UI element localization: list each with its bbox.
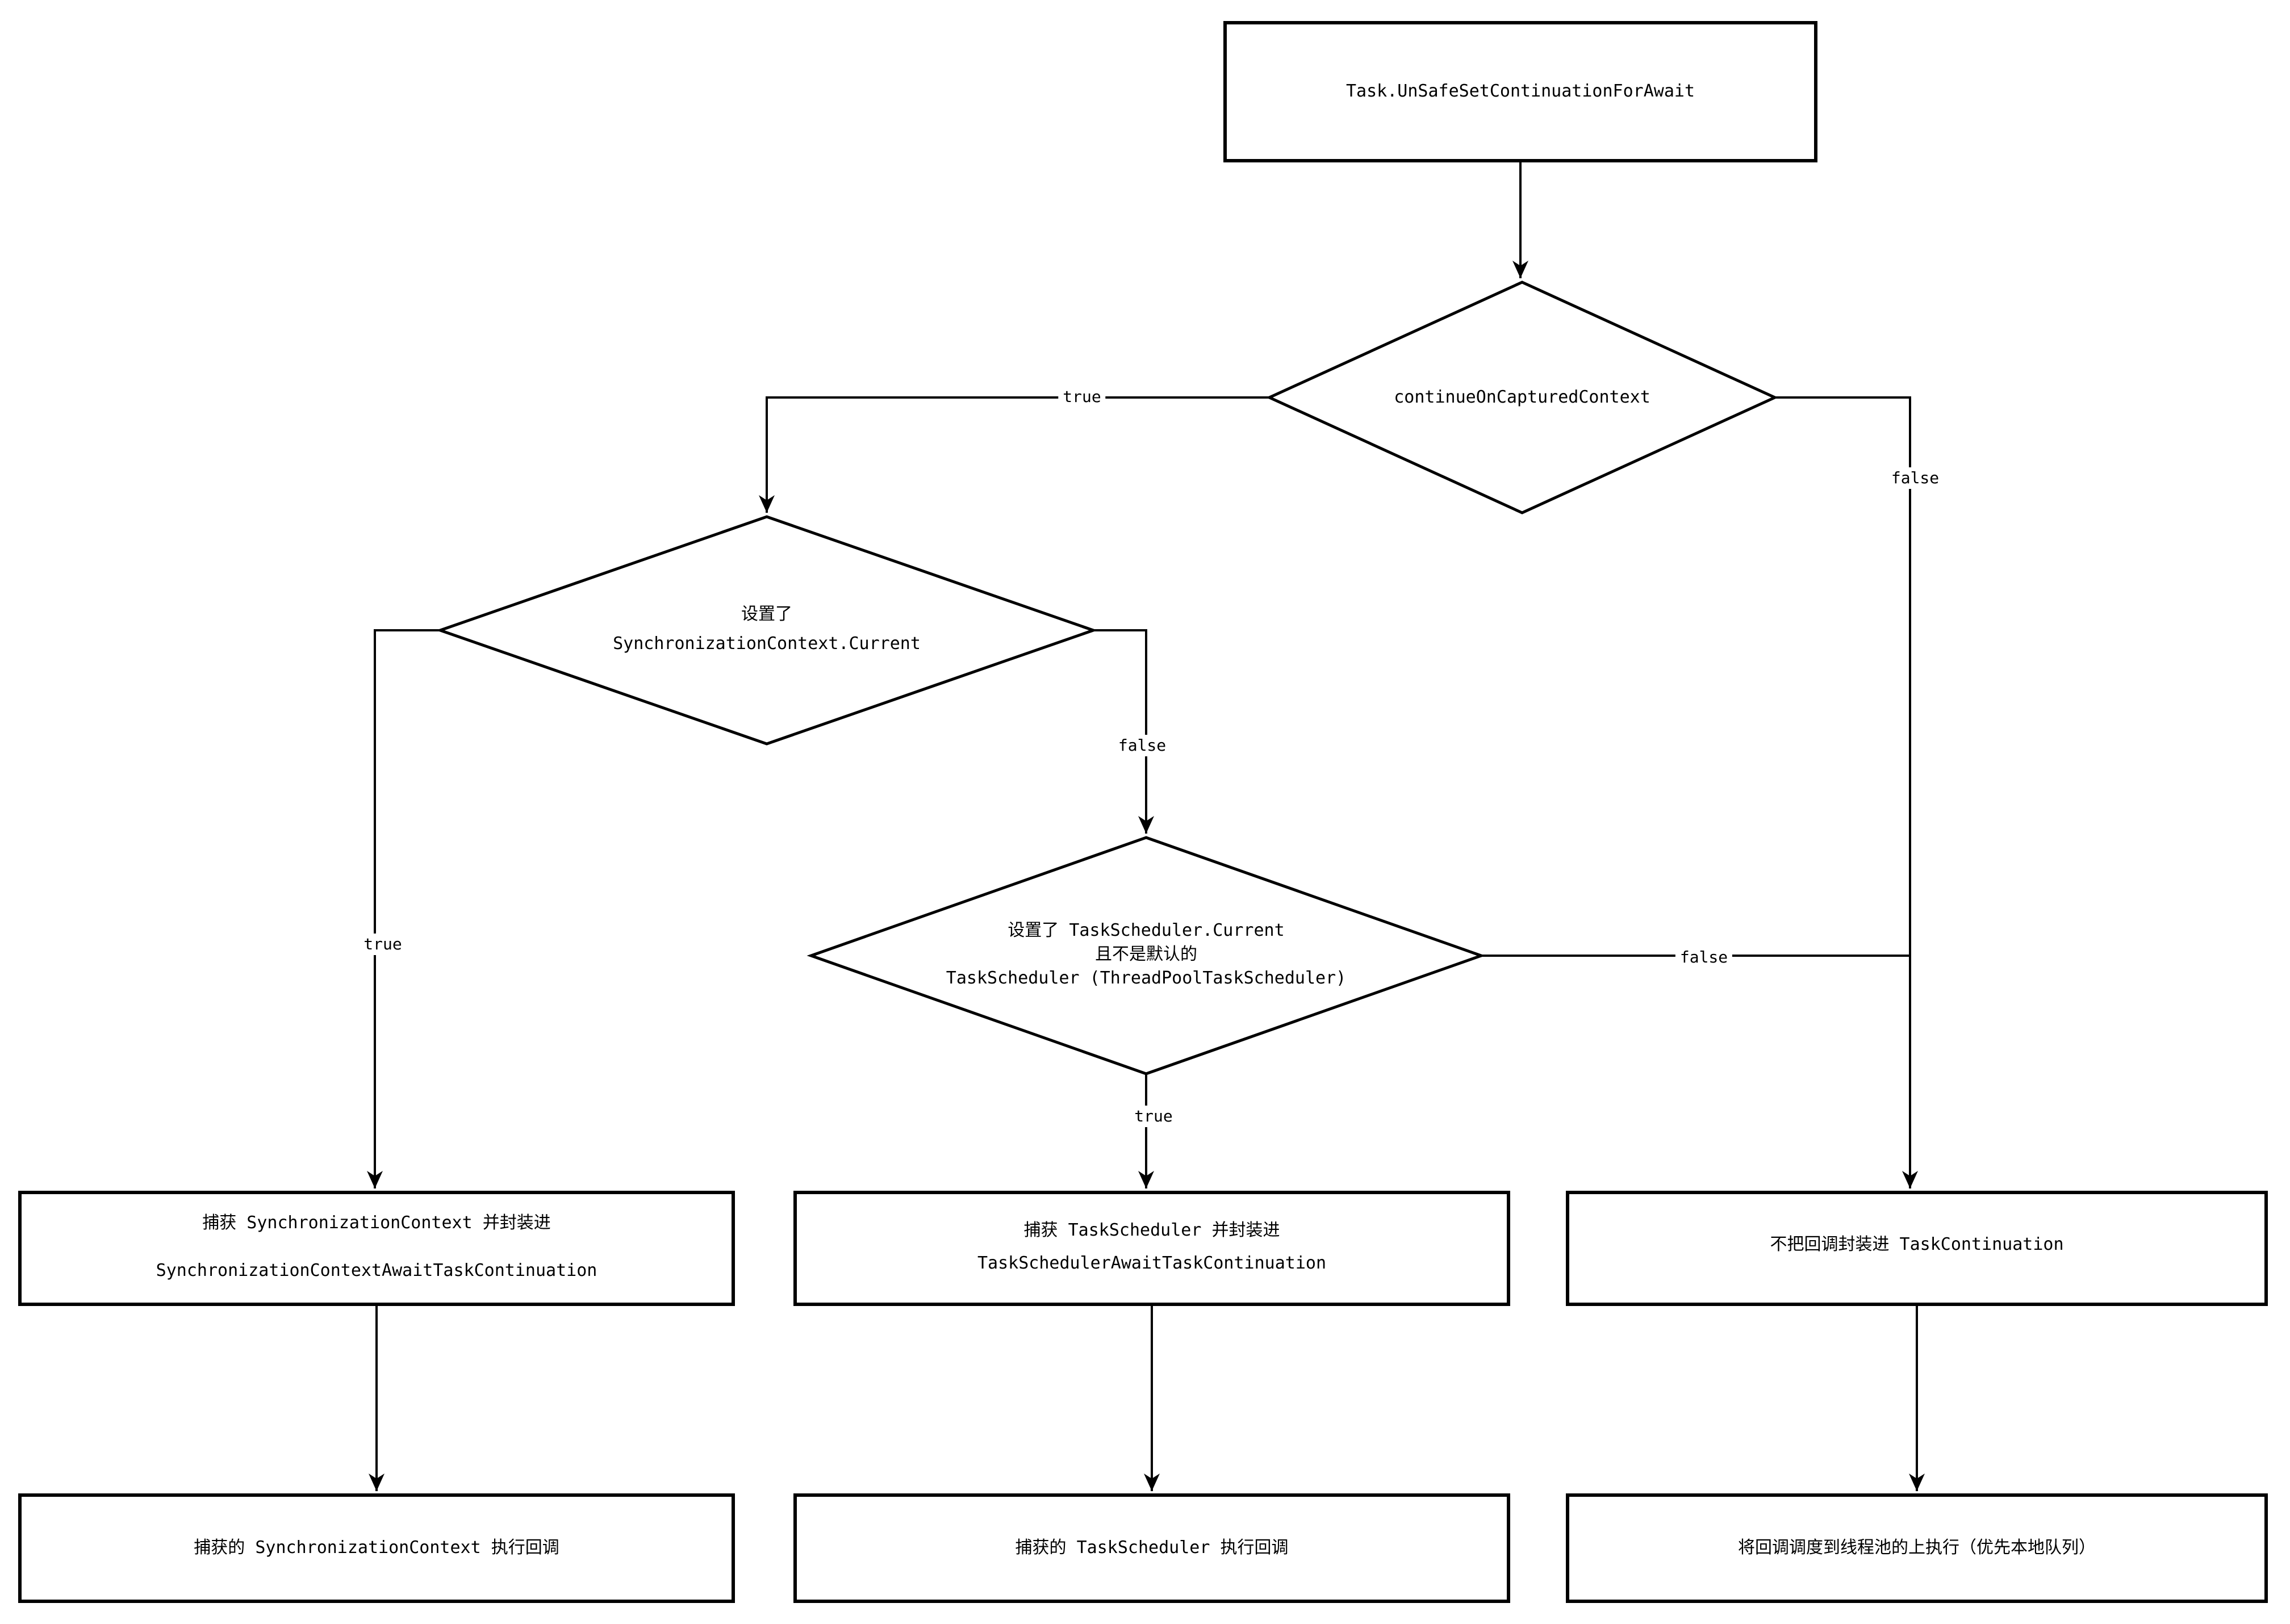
edge-label-continue-true: true (1058, 386, 1106, 408)
edge-sync-true (367, 629, 440, 1188)
capture-task-scheduler-label: 捕获 TaskScheduler 并封装进 TaskSchedulerAwait… (977, 1220, 1327, 1273)
start-box-label: Task.UnSafeSetContinuationForAwait (1345, 81, 1695, 101)
decision-task-scheduler-label: 设置了 TaskScheduler.Current 且不是默认的 TaskSch… (946, 920, 1347, 988)
decision-continue-on-captured-context-diamond (1265, 281, 1779, 514)
edge-label-sync-false: false (1113, 735, 1171, 756)
run-on-sync-context-box (18, 1493, 735, 1603)
decision-continue-on-captured-context-label: continueOnCapturedContext (1394, 387, 1650, 407)
edge-continue-false (1775, 396, 1918, 1188)
run-on-task-scheduler-box (793, 1493, 1510, 1603)
start-box (1223, 21, 1817, 162)
schedule-to-thread-pool-box (1566, 1493, 2268, 1603)
no-task-continuation-label: 不把回调封装进 TaskContinuation (1770, 1234, 2064, 1254)
no-task-continuation-box (1566, 1191, 2268, 1306)
capture-sync-context-label: 捕获 SynchronizationContext 并封装进 Synchroni… (156, 1213, 597, 1280)
edge-label-scheduler-true: true (1130, 1106, 1177, 1127)
run-on-task-scheduler-label: 捕获的 TaskScheduler 执行回调 (1015, 1537, 1289, 1558)
decision-sync-context-diamond (436, 515, 1098, 746)
edge-label-sync-true: true (359, 934, 407, 955)
run-on-sync-context-label: 捕获的 SynchronizationContext 执行回调 (194, 1537, 559, 1558)
edge-label-continue-false: false (1886, 467, 1944, 489)
capture-task-scheduler-box (793, 1191, 1510, 1306)
edge-sync-false (1093, 629, 1154, 834)
decision-task-scheduler-diamond (806, 836, 1486, 1075)
schedule-to-thread-pool-label: 将回调调度到线程池的上执行（优先本地队列） (1738, 1537, 2096, 1558)
edge-continue-true (759, 396, 1269, 513)
decision-sync-context-label: 设置了 SynchronizationContext.Current (613, 604, 921, 654)
edge-label-scheduler-false: false (1675, 947, 1733, 968)
capture-sync-context-box (18, 1191, 735, 1306)
